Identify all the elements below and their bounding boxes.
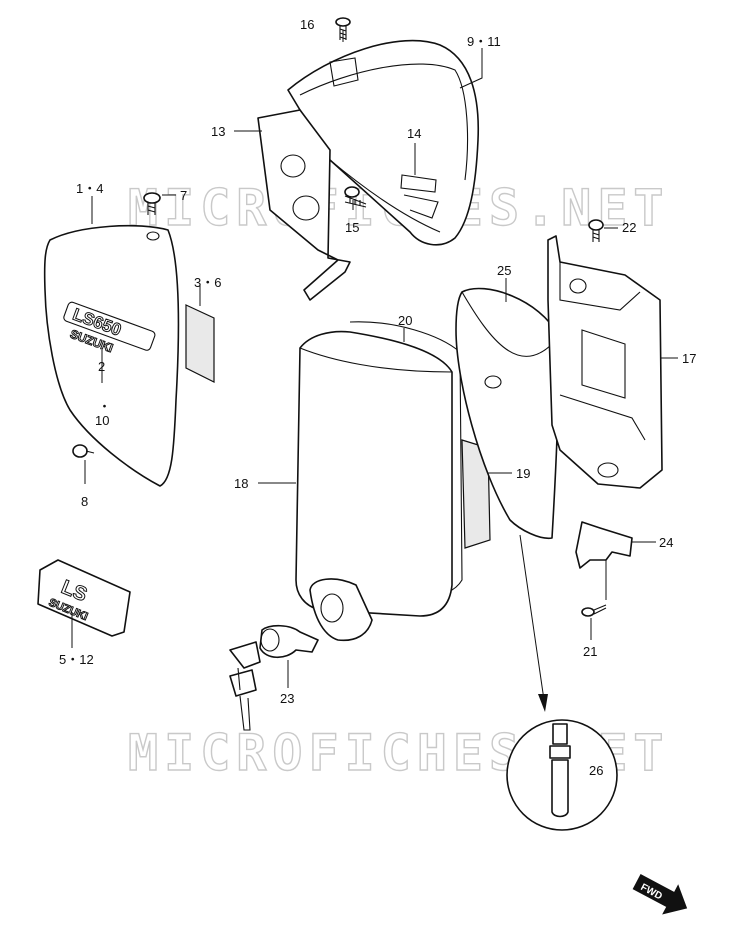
callout-15: 15 — [345, 220, 359, 235]
callout-20: 20 — [398, 313, 412, 328]
screw-7 — [143, 192, 161, 215]
clip-24 — [575, 521, 633, 569]
callout-26: 26 — [589, 763, 603, 778]
detail-arrow — [538, 694, 548, 712]
pad-3-6 — [185, 304, 215, 383]
callout-19: 19 — [516, 466, 530, 481]
callout-10: 10 — [95, 413, 109, 428]
bolt-15 — [344, 186, 367, 208]
callout-17: 17 — [682, 351, 696, 366]
rear-cover-assembly — [257, 39, 480, 301]
callout-9-11: 9・11 — [467, 34, 501, 49]
callout-24: 24 — [659, 535, 673, 550]
callout-7: 7 — [180, 188, 187, 203]
screw-16 — [335, 17, 351, 40]
side-cover: LS650 SUZUKI — [43, 224, 180, 487]
callout-22: 22 — [622, 220, 636, 235]
callout-16: 16 — [300, 17, 314, 32]
callout-2: 2 — [98, 359, 105, 374]
emblem-5-12: LS SUZUKI — [37, 559, 131, 637]
bracket-17 — [547, 235, 663, 489]
leader-lines — [71, 30, 678, 688]
fwd-arrow-icon: FWD — [632, 874, 688, 915]
callouts: 16 9・11 13 14 15 1・4 7 3・6 2 ・ 10 8 5・12… — [59, 17, 696, 778]
callout-18: 18 — [234, 476, 248, 491]
rear-cover-shell — [287, 39, 480, 246]
tool-box — [295, 321, 463, 642]
grommet-8 — [72, 444, 95, 458]
callout-23: 23 — [280, 691, 294, 706]
callout-13: 13 — [211, 124, 225, 139]
screw-21 — [581, 604, 607, 617]
side-cover-shell — [43, 224, 180, 487]
bracket-13 — [257, 109, 351, 301]
callout-8: 8 — [81, 494, 88, 509]
callout-3-6: 3・6 — [194, 275, 221, 290]
callout-5-12: 5・12 — [59, 652, 94, 667]
callout-14: 14 — [407, 126, 421, 141]
callout-25: 25 — [497, 263, 511, 278]
callout-1-4: 1・4 — [76, 181, 103, 196]
tool-box-body — [295, 330, 453, 617]
screw-22 — [588, 219, 604, 242]
lock-housing — [309, 578, 373, 642]
key-cylinder-23 — [229, 624, 319, 731]
callout-dot: ・ — [98, 399, 111, 414]
callout-21: 21 — [583, 644, 597, 659]
pin-26 — [549, 723, 571, 818]
